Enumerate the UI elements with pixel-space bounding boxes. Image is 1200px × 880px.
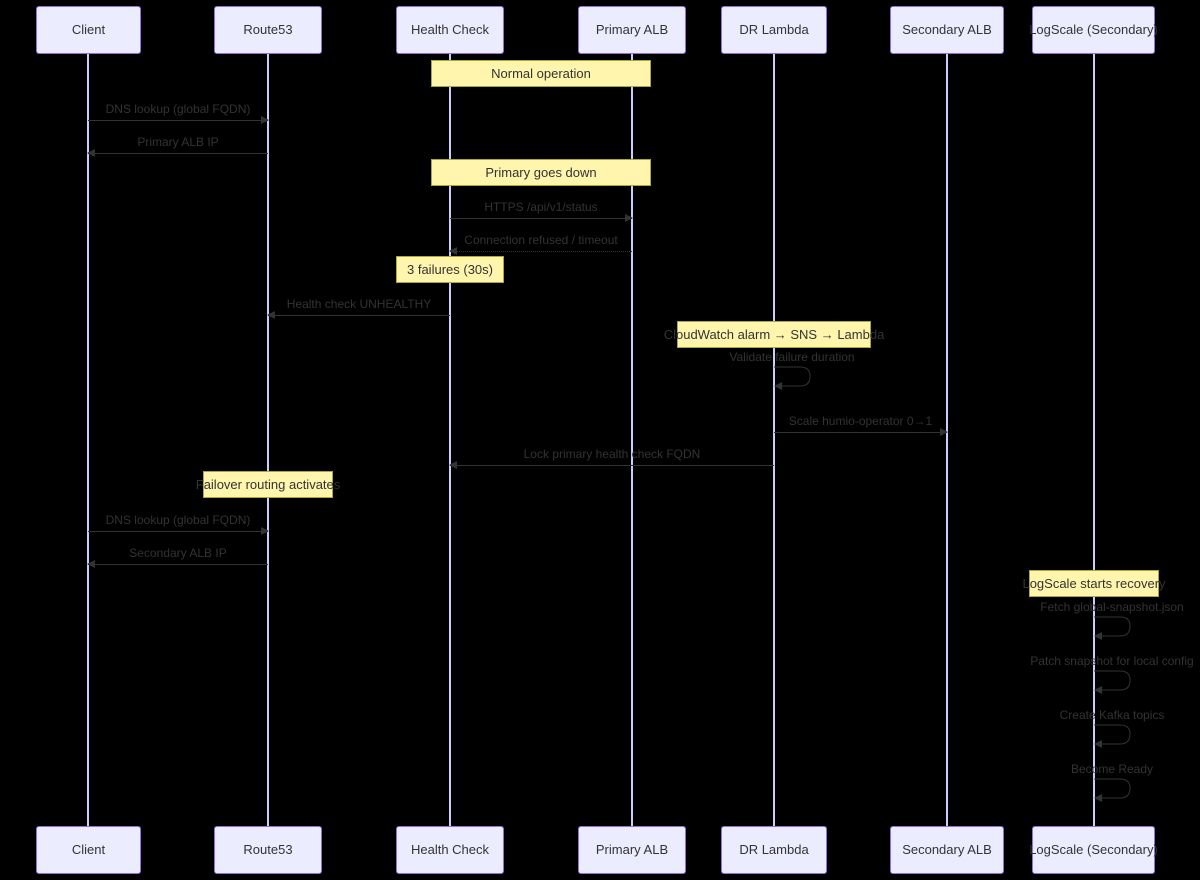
participant-lambda-top[interactable]: DR Lambda — [721, 6, 827, 54]
self-validate-failure: Validate failure duration — [729, 350, 855, 390]
participant-primary-top[interactable]: Primary ALB — [578, 6, 686, 54]
msg-https-status-arrowhead-icon — [625, 214, 633, 222]
participant-client-bottom[interactable]: Client — [36, 826, 141, 874]
lifeline-health — [449, 54, 451, 826]
msg-connection-refused-line — [450, 251, 632, 252]
msg-primary-alb-ip-line — [88, 153, 268, 154]
note-normal-operation: Normal operation — [431, 60, 651, 87]
msg-dns-lookup-2-line — [88, 531, 268, 532]
msg-connection-refused-arrowhead-icon — [449, 247, 457, 255]
participant-client-top[interactable]: Client — [36, 6, 141, 54]
msg-secondary-alb-ip-arrowhead-icon — [87, 560, 95, 568]
lifeline-logscale — [1093, 54, 1095, 826]
self-validate-failure-label: Validate failure duration — [729, 350, 855, 364]
lifeline-secondary — [946, 54, 948, 826]
msg-health-unhealthy-label: Health check UNHEALTHY — [286, 297, 432, 311]
self-patch-snapshot: Patch snapshot for local config — [1030, 654, 1194, 694]
self-become-ready-label: Become Ready — [1070, 762, 1154, 776]
participant-lambda-bottom[interactable]: DR Lambda — [721, 826, 827, 874]
self-fetch-snapshot: Fetch global-snapshot.json — [1040, 600, 1184, 640]
lifeline-primary — [631, 54, 633, 826]
msg-dns-lookup-2-arrowhead-icon — [261, 527, 269, 535]
note-failover-routing: Failover routing activates — [196, 471, 340, 498]
participant-route53-top[interactable]: Route53 — [214, 6, 322, 54]
msg-health-unhealthy-line — [268, 315, 450, 316]
self-fetch-snapshot-label: Fetch global-snapshot.json — [1040, 600, 1184, 614]
lifeline-client — [87, 54, 89, 826]
participant-secondary-top[interactable]: Secondary ALB — [890, 6, 1004, 54]
self-fetch-snapshot-loop-arrow-icon — [1094, 616, 1131, 640]
participant-secondary-bottom[interactable]: Secondary ALB — [890, 826, 1004, 874]
msg-connection-refused-label: Connection refused / timeout — [464, 233, 618, 247]
msg-dns-lookup-1-label: DNS lookup (global FQDN) — [105, 102, 251, 116]
msg-dns-lookup-1-arrowhead-icon — [261, 116, 269, 124]
msg-primary-alb-ip-label: Primary ALB IP — [137, 135, 219, 149]
participant-health-top[interactable]: Health Check — [396, 6, 504, 54]
msg-secondary-alb-ip-line — [88, 564, 268, 565]
self-become-ready: Become Ready — [1071, 762, 1153, 802]
msg-health-unhealthy-arrowhead-icon — [267, 311, 275, 319]
msg-lock-fqdn-line — [450, 465, 774, 466]
msg-https-status-line — [450, 218, 632, 219]
msg-https-status-label: HTTPS /api/v1/status — [484, 200, 598, 214]
participant-primary-bottom[interactable]: Primary ALB — [578, 826, 686, 874]
self-create-topics-label: Create Kafka topics — [1059, 708, 1165, 722]
self-become-ready-loop-arrow-icon — [1094, 778, 1131, 802]
self-create-topics: Create Kafka topics — [1060, 708, 1164, 748]
self-create-topics-loop-arrow-icon — [1094, 724, 1131, 748]
msg-dns-lookup-2-label: DNS lookup (global FQDN) — [105, 513, 251, 527]
msg-scale-operator-label: Scale humio-operator 0→1 — [788, 414, 933, 428]
participant-route53-bottom[interactable]: Route53 — [214, 826, 322, 874]
self-patch-snapshot-label: Patch snapshot for local config — [1030, 654, 1194, 668]
note-three-failures: 3 failures (30s) — [396, 256, 504, 283]
participant-health-bottom[interactable]: Health Check — [396, 826, 504, 874]
participant-logscale-bottom[interactable]: LogScale (Secondary) — [1029, 826, 1158, 874]
msg-secondary-alb-ip-label: Secondary ALB IP — [129, 546, 227, 560]
note-primary-down: Primary goes down — [431, 159, 651, 186]
msg-lock-fqdn-label: Lock primary health check FQDN — [523, 447, 701, 461]
note-logscale-recovery: LogScale starts recovery — [1022, 570, 1166, 597]
lifeline-route53 — [267, 54, 269, 826]
lifeline-lambda — [773, 54, 775, 826]
note-cloudwatch-alarm: CloudWatch alarm → SNS → Lambda — [664, 321, 884, 348]
participant-logscale-top[interactable]: LogScale (Secondary) — [1029, 6, 1158, 54]
msg-scale-operator-arrowhead-icon — [940, 428, 948, 436]
self-validate-failure-loop-arrow-icon — [774, 366, 811, 390]
msg-lock-fqdn-arrowhead-icon — [449, 461, 457, 469]
msg-scale-operator-line — [774, 432, 947, 433]
msg-dns-lookup-1-line — [88, 120, 268, 121]
msg-primary-alb-ip-arrowhead-icon — [87, 149, 95, 157]
self-patch-snapshot-loop-arrow-icon — [1094, 670, 1131, 694]
